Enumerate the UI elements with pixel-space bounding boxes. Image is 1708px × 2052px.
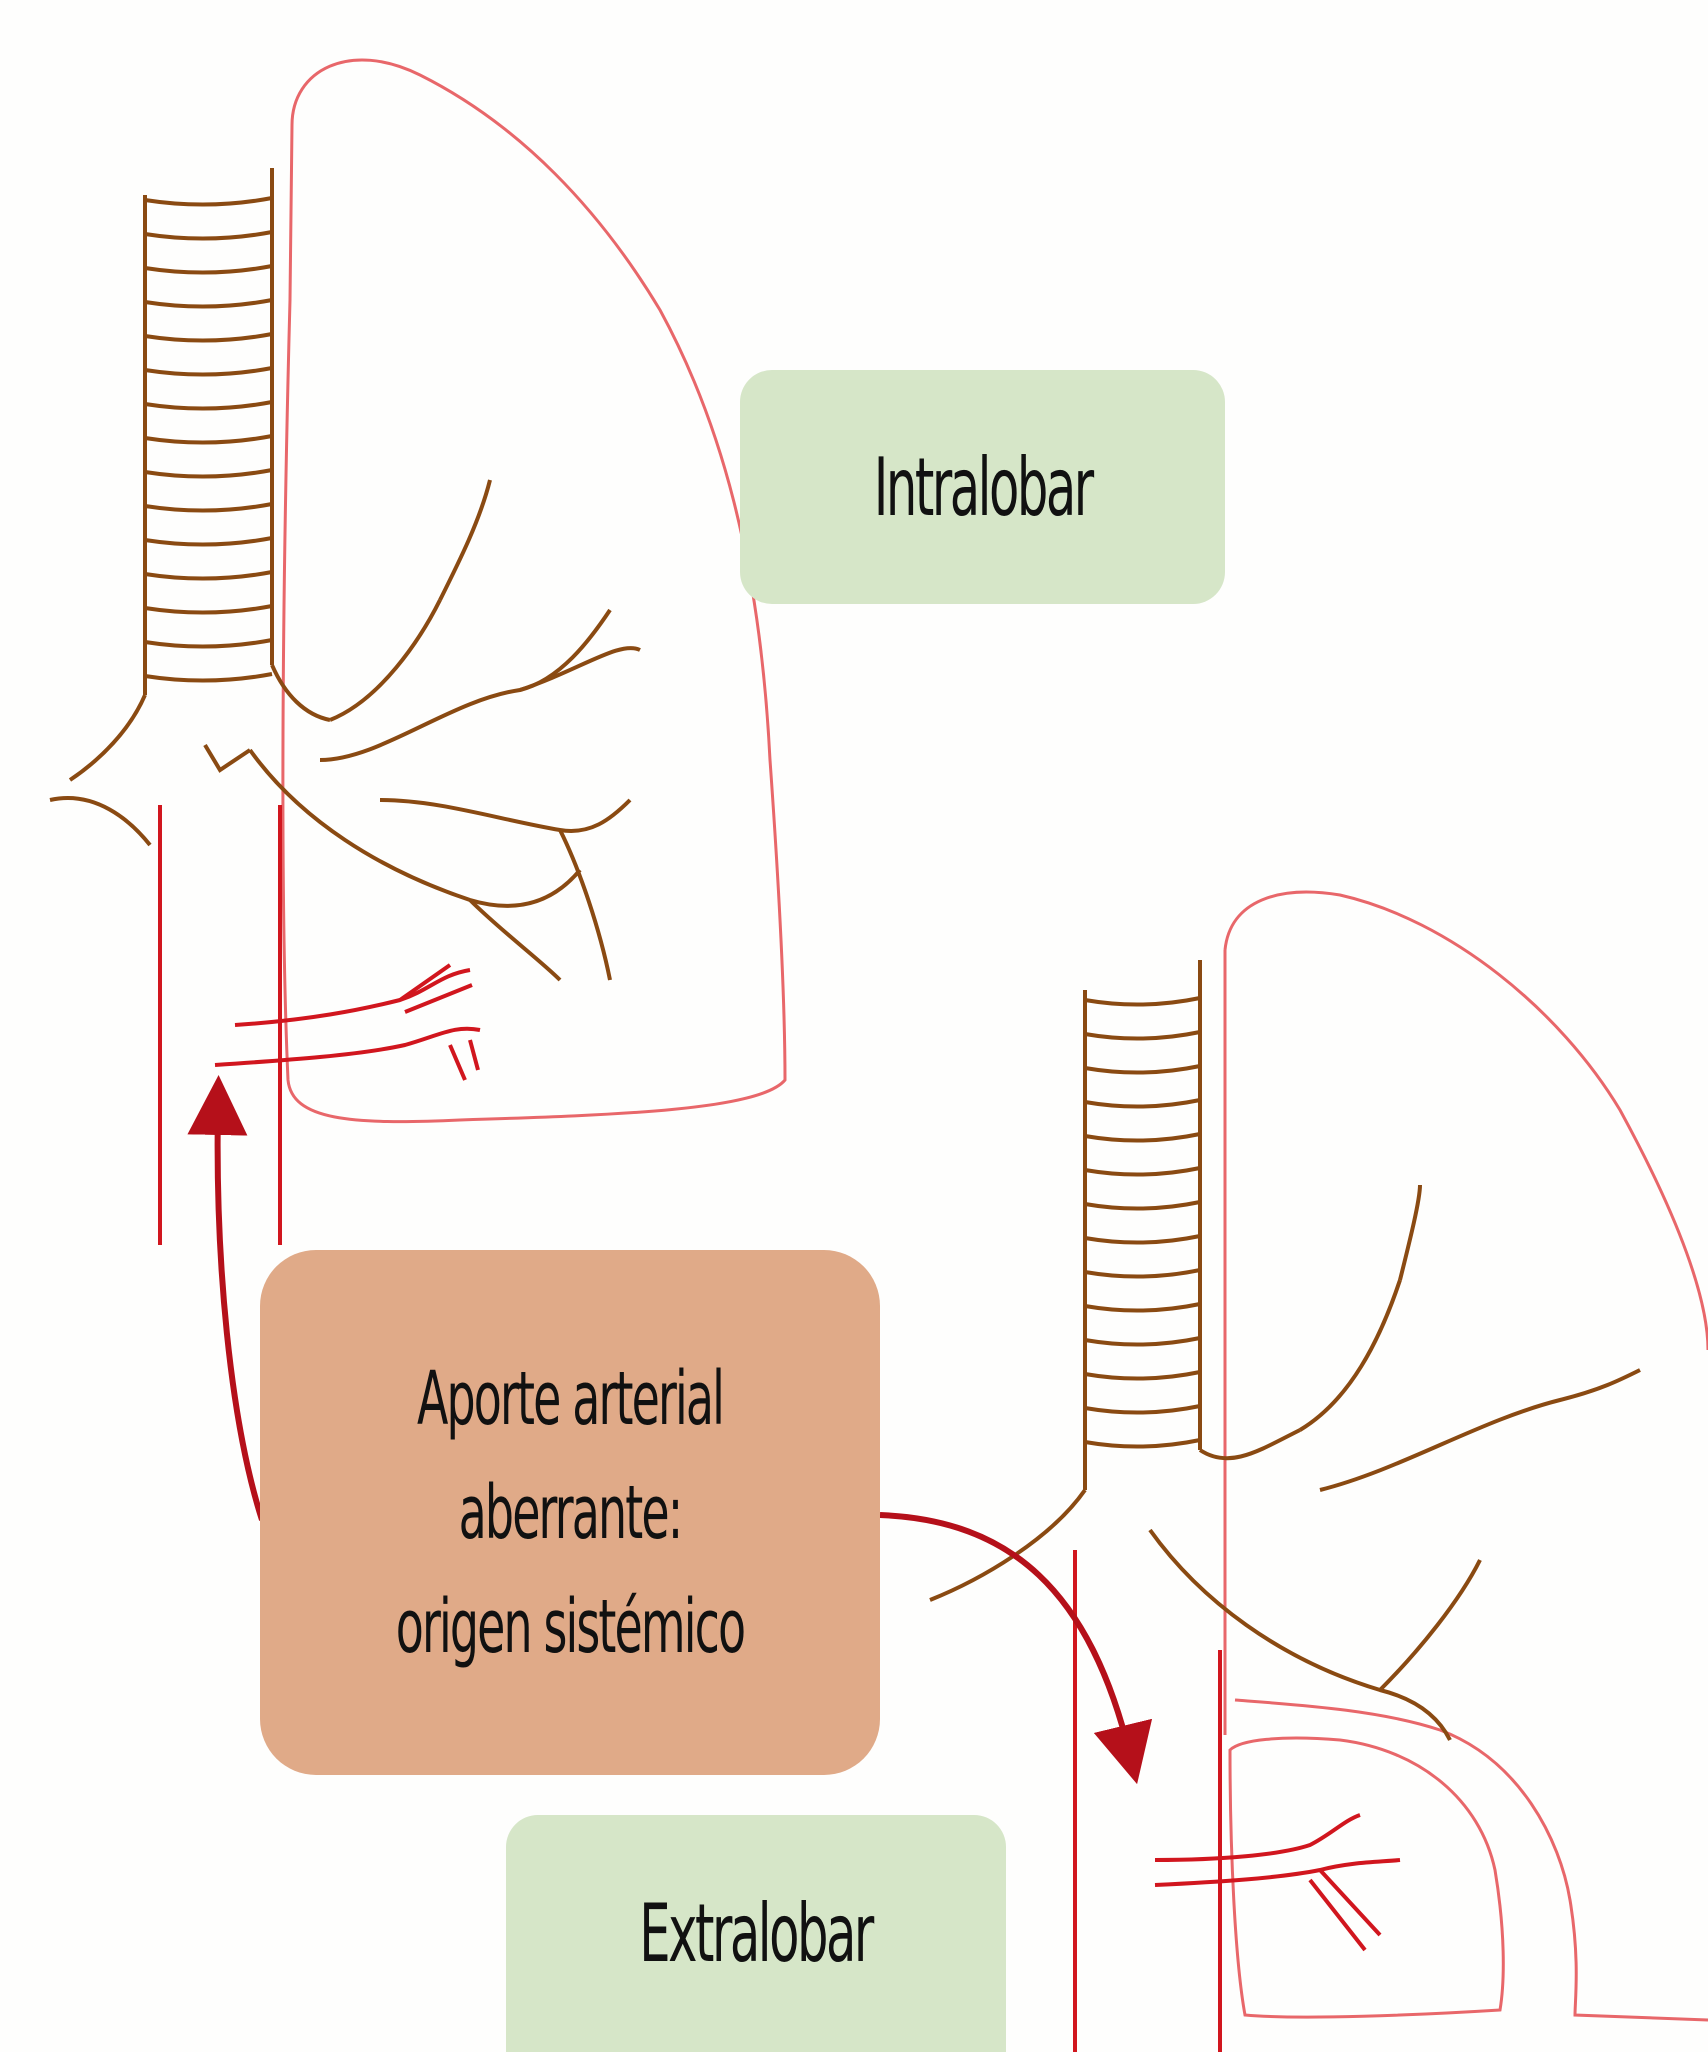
cartilage-ring	[145, 606, 272, 613]
cartilage-ring	[145, 266, 272, 273]
cartilage-ring	[1085, 1372, 1200, 1379]
cartilage-ring	[1085, 998, 1200, 1005]
aberrant-supply-line-2: aberrante:	[396, 1456, 744, 1570]
cartilage-ring	[145, 572, 272, 579]
cartilage-ring	[1085, 1304, 1200, 1311]
cartilage-ring	[1085, 1032, 1200, 1039]
aberrant-supply-label: Aporte arterial aberrante: origen sistém…	[260, 1250, 880, 1775]
cartilage-ring	[145, 402, 272, 409]
extralobar-text: Extralobar	[640, 1887, 873, 1980]
cartilage-ring	[145, 334, 272, 341]
cartilage-ring	[1085, 1440, 1200, 1447]
cartilage-ring	[1085, 1236, 1200, 1243]
cartilage-ring	[145, 538, 272, 545]
intralobar-lung-outline	[283, 60, 785, 1122]
extralobar-figure	[930, 892, 1708, 2052]
cartilage-ring	[145, 198, 272, 205]
arrow-to-extralobar	[880, 1515, 1130, 1755]
cartilage-ring	[145, 640, 272, 647]
cartilage-ring	[145, 300, 272, 307]
intralobar-text: Intralobar	[874, 441, 1092, 534]
extralobar-lung-outline	[1225, 892, 1708, 1350]
cartilage-ring	[1085, 1202, 1200, 1209]
cartilage-ring	[1085, 1338, 1200, 1345]
cartilage-ring	[1085, 1270, 1200, 1277]
cartilage-ring	[145, 436, 272, 443]
cartilage-ring	[1085, 1168, 1200, 1175]
cartilage-ring	[1085, 1066, 1200, 1073]
extralobar-aorta	[1075, 1550, 1400, 2052]
extralobar-trachea	[930, 960, 1640, 1740]
intralobar-figure	[50, 60, 785, 1245]
cartilage-ring	[145, 368, 272, 375]
cartilage-ring	[1085, 1134, 1200, 1141]
extralobar-label: Extralobar	[506, 1815, 1006, 2052]
cartilage-ring	[1085, 1406, 1200, 1413]
intralobar-label: Intralobar	[740, 370, 1225, 604]
cartilage-ring	[1085, 1100, 1200, 1107]
aberrant-supply-line-3: origen sistémico	[396, 1570, 744, 1684]
intralobar-trachea	[50, 168, 640, 980]
cartilage-ring	[145, 470, 272, 477]
aberrant-supply-line-1: Aporte arterial	[396, 1342, 744, 1456]
cartilage-ring	[145, 674, 272, 681]
arrow-to-intralobar	[218, 1105, 262, 1520]
cartilage-ring	[145, 232, 272, 239]
intralobar-aorta	[160, 805, 480, 1245]
cartilage-ring	[145, 504, 272, 511]
